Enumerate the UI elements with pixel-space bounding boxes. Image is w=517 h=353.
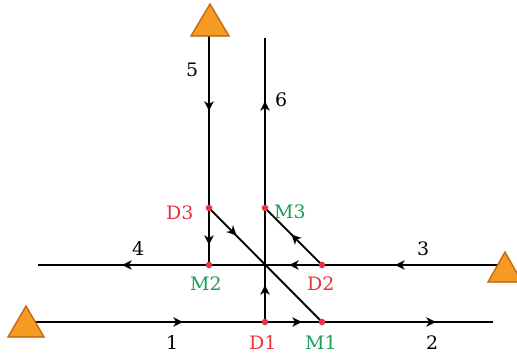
node-label-m1: M1 <box>305 332 337 353</box>
node-m1-dot <box>318 318 326 326</box>
node-m2-dot <box>205 261 213 269</box>
origin-right-icon <box>486 250 517 283</box>
node-label-d3: D3 <box>166 202 193 224</box>
node-d3-dot <box>205 204 213 212</box>
node-label-m3: M3 <box>274 201 306 223</box>
origin-top-icon <box>189 2 231 37</box>
road-label-2: 2 <box>426 332 438 353</box>
node-d1-dot <box>261 318 269 326</box>
node-m3-dot <box>261 204 269 212</box>
road-label-1: 1 <box>166 332 178 353</box>
road-label-5: 5 <box>186 59 198 81</box>
origin-left-icon <box>6 304 46 338</box>
node-label-m2: M2 <box>190 273 222 295</box>
node-label-d1: D1 <box>249 332 276 353</box>
node-d2-dot <box>318 261 326 269</box>
road-label-6: 6 <box>275 89 287 111</box>
road-label-4: 4 <box>132 238 144 260</box>
node-label-d2: D2 <box>307 273 334 295</box>
road-label-3: 3 <box>417 238 429 260</box>
